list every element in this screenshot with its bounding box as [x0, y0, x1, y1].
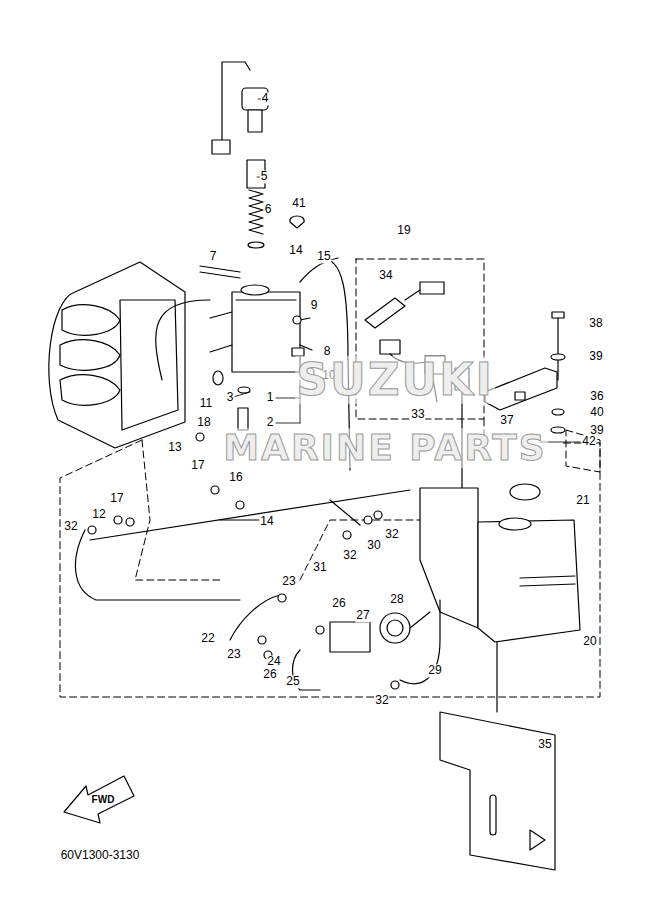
callout-number: 1 — [266, 391, 275, 404]
callout-number: 17 — [109, 492, 124, 505]
callout-number: 35 — [537, 738, 552, 751]
callout-number: 4 — [261, 92, 270, 105]
callout-number: 34 — [378, 269, 393, 282]
callout-number: 37 — [499, 414, 514, 427]
callout-number: 26 — [262, 668, 277, 681]
callout-number: 9 — [310, 299, 319, 312]
callout-number: 33 — [410, 408, 425, 421]
callout-number: 26 — [331, 597, 346, 610]
callout-number: 23 — [226, 648, 241, 661]
callout-number: 20 — [582, 635, 597, 648]
callout-number: 40 — [589, 406, 604, 419]
callout-number: 41 — [291, 197, 306, 210]
callout-number: 29 — [427, 664, 442, 677]
callout-number: 3 — [226, 391, 235, 404]
callout-number: 24 — [266, 655, 281, 668]
callout-number: 28 — [389, 593, 404, 606]
callout-number: 5 — [260, 170, 269, 183]
direction-label: FWD — [91, 794, 116, 805]
callout-number: 32 — [342, 549, 357, 562]
watermark: MARINE PARTS — [222, 428, 548, 468]
callout-number: 17 — [190, 459, 205, 472]
callout-number: 7 — [209, 250, 218, 263]
callout-number: 32 — [384, 528, 399, 541]
callout-number: 25 — [285, 675, 300, 688]
drawing-code: 60V1300-3130 — [60, 849, 141, 862]
callout-number: 32 — [63, 520, 78, 533]
callout-number: 11 — [199, 397, 213, 410]
callout-number: 12 — [91, 508, 106, 521]
callout-number: 19 — [396, 224, 411, 237]
callout-number: 38 — [588, 317, 603, 330]
callout-number: 21 — [575, 494, 590, 507]
callout-number: 36 — [589, 390, 604, 403]
callout-number: 39 — [588, 350, 603, 363]
callout-number: 31 — [312, 561, 327, 574]
callout-number: 27 — [355, 609, 370, 622]
callout-number: 22 — [200, 632, 215, 645]
callout-number: 30 — [366, 539, 381, 552]
callout-number: 32 — [374, 694, 389, 707]
callout-number: 42 — [581, 435, 596, 448]
watermark: SUZUKI — [295, 356, 495, 404]
callout-number: 6 — [264, 203, 273, 216]
callout-number: 14 — [288, 244, 303, 257]
callout-number: 16 — [228, 471, 243, 484]
callout-number: 18 — [196, 416, 211, 429]
callout-number: 14 — [259, 515, 274, 528]
callout-number: 23 — [281, 575, 296, 588]
callout-number: 15 — [316, 250, 331, 263]
callout-number: 13 — [167, 441, 182, 454]
